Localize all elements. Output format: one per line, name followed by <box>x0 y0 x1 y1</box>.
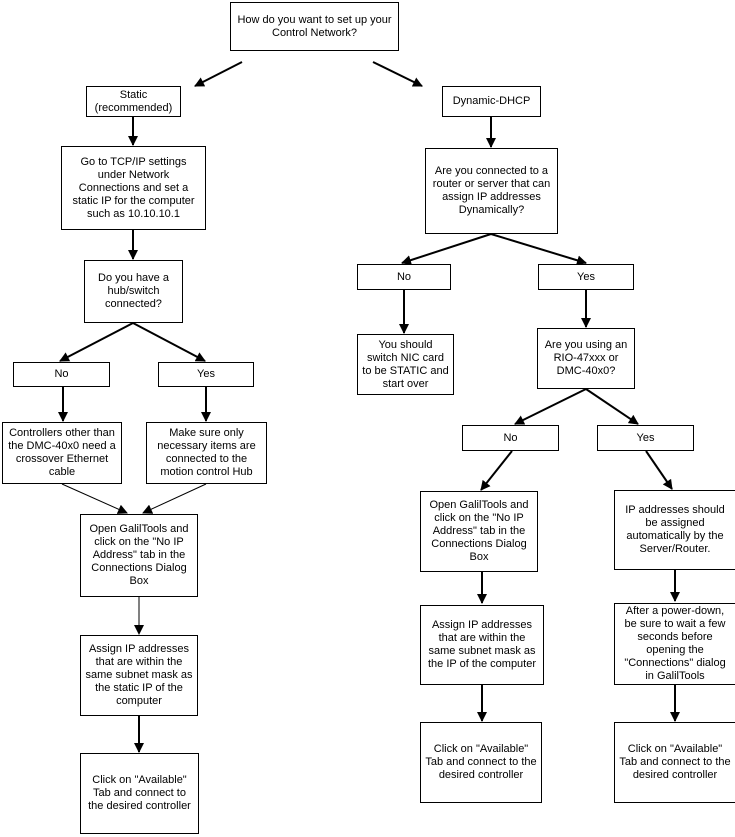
arrow-rioyes-to-auto <box>645 450 673 490</box>
hub-question: Do you have a hub/switch connected? <box>84 260 183 323</box>
auto-assign-step: IP addresses should be assigned automati… <box>614 490 735 570</box>
start-node: How do you want to set up your Control N… <box>230 2 399 51</box>
arrow-rio-to-no <box>514 388 587 425</box>
switch-nic-step: You should switch NIC card to be STATIC … <box>357 334 454 395</box>
rio-question: Are you using an RIO-47xxx or DMC-40x0? <box>537 328 635 389</box>
arrow-hub-to-no <box>59 322 134 362</box>
arrow-items-to-tools <box>142 483 207 514</box>
router-yes-branch: Yes <box>538 264 634 290</box>
hub-yes-branch: Yes <box>158 362 254 387</box>
arrow-router-to-yes <box>490 233 587 266</box>
arrow-crossover-to-tools <box>61 483 128 514</box>
rio-no-branch: No <box>462 425 559 451</box>
arrow-hub-to-yes <box>132 322 206 362</box>
assign-ip-left-step: Assign IP addresses that are within the … <box>80 635 198 716</box>
static-option: Static (recommended) <box>86 86 181 117</box>
assign-ip-right-step: Assign IP addresses that are within the … <box>420 605 544 685</box>
tcpip-settings-step: Go to TCP/IP settings under Network Conn… <box>61 146 206 230</box>
power-down-step: After a power-down, be sure to wait a fe… <box>614 603 735 685</box>
open-galiltools-left-step: Open GalilTools and click on the "No IP … <box>80 514 198 597</box>
necessary-items-step: Make sure only necessary items are conne… <box>146 422 267 484</box>
hub-no-branch: No <box>13 362 110 387</box>
open-galiltools-right-step: Open GalilTools and click on the "No IP … <box>420 491 538 572</box>
arrow-start-to-dhcp <box>372 61 423 87</box>
crossover-cable-step: Controllers other than the DMC-40x0 need… <box>2 422 122 484</box>
arrow-start-to-static <box>194 61 243 87</box>
available-tab-right-step: Click on "Available" Tab and connect to … <box>614 722 735 803</box>
arrow-rio-to-yes <box>585 388 639 425</box>
available-tab-mid-step: Click on "Available" Tab and connect to … <box>420 722 542 803</box>
arrow-riono-to-tools <box>480 450 513 491</box>
available-tab-left-step: Click on "Available" Tab and connect to … <box>80 753 199 834</box>
dhcp-option: Dynamic-DHCP <box>442 86 541 117</box>
arrow-router-to-no <box>401 233 492 265</box>
router-question: Are you connected to a router or server … <box>425 148 558 234</box>
router-no-branch: No <box>357 264 451 290</box>
rio-yes-branch: Yes <box>597 425 694 451</box>
